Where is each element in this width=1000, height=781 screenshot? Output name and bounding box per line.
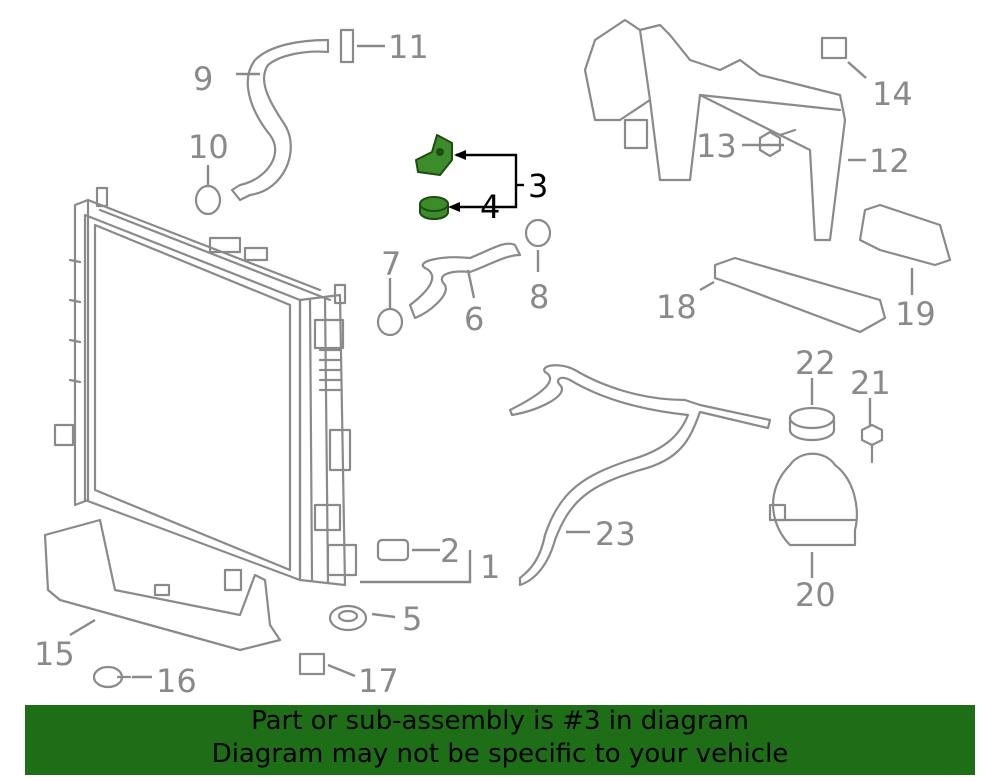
callout-13: 13 xyxy=(696,127,737,165)
callout-10: 10 xyxy=(188,128,229,166)
callout-1: 1 xyxy=(480,548,500,586)
callout-17: 17 xyxy=(358,662,399,700)
callout-4: 4 xyxy=(480,188,500,226)
clip-17 xyxy=(298,652,326,676)
upper-hose-9 xyxy=(230,38,330,202)
banner-line-1: Part or sub-assembly is #3 in diagram xyxy=(251,706,749,736)
callout-11: 11 xyxy=(388,28,429,66)
callout-22: 22 xyxy=(795,344,836,382)
hose-23 xyxy=(508,364,772,587)
clamp-7 xyxy=(376,307,404,337)
bracket-part-3 xyxy=(415,134,453,176)
leader-lines xyxy=(69,44,914,679)
callout-7: 7 xyxy=(381,245,401,283)
callout-5: 5 xyxy=(402,600,422,638)
hose-6 xyxy=(408,242,522,320)
drain-2 xyxy=(376,538,410,562)
callout-20: 20 xyxy=(795,576,836,614)
duct-19 xyxy=(858,203,952,267)
radiator-assembly xyxy=(53,186,358,587)
highlight-leader-lines xyxy=(448,150,524,212)
callout-19: 19 xyxy=(895,295,936,333)
callout-14: 14 xyxy=(872,75,913,113)
support-12 xyxy=(583,18,847,242)
callout-6: 6 xyxy=(464,300,484,338)
deflector-18 xyxy=(713,256,887,334)
callout-12: 12 xyxy=(869,142,910,180)
parts-diagram: 1 2 3 4 5 6 7 8 9 10 11 12 13 14 15 16 1… xyxy=(34,18,952,700)
banner-line-2: Diagram may not be specific to your vehi… xyxy=(211,739,789,769)
callout-16: 16 xyxy=(156,662,197,700)
deflector-15 xyxy=(43,518,282,652)
callout-18: 18 xyxy=(656,288,697,326)
callout-23: 23 xyxy=(595,515,636,553)
bolt-21 xyxy=(860,423,884,464)
clamp-8 xyxy=(524,218,552,248)
callout-2: 2 xyxy=(440,532,460,570)
info-banner: Part or sub-assembly is #3 in diagram Di… xyxy=(25,705,975,775)
clamp-10 xyxy=(194,184,222,216)
callout-8: 8 xyxy=(529,278,549,316)
clamp-11 xyxy=(339,28,355,64)
reservoir-20 xyxy=(768,452,858,547)
callout-3: 3 xyxy=(528,167,548,205)
grommet-5 xyxy=(328,604,368,632)
callout-9: 9 xyxy=(193,60,213,98)
bolt-13 xyxy=(758,128,797,158)
callout-15: 15 xyxy=(34,635,75,673)
clip-14 xyxy=(820,36,848,60)
push-pin-16 xyxy=(92,665,132,689)
cap-22 xyxy=(788,406,836,442)
grommet-part-4 xyxy=(419,196,449,220)
callout-21: 21 xyxy=(850,364,891,402)
